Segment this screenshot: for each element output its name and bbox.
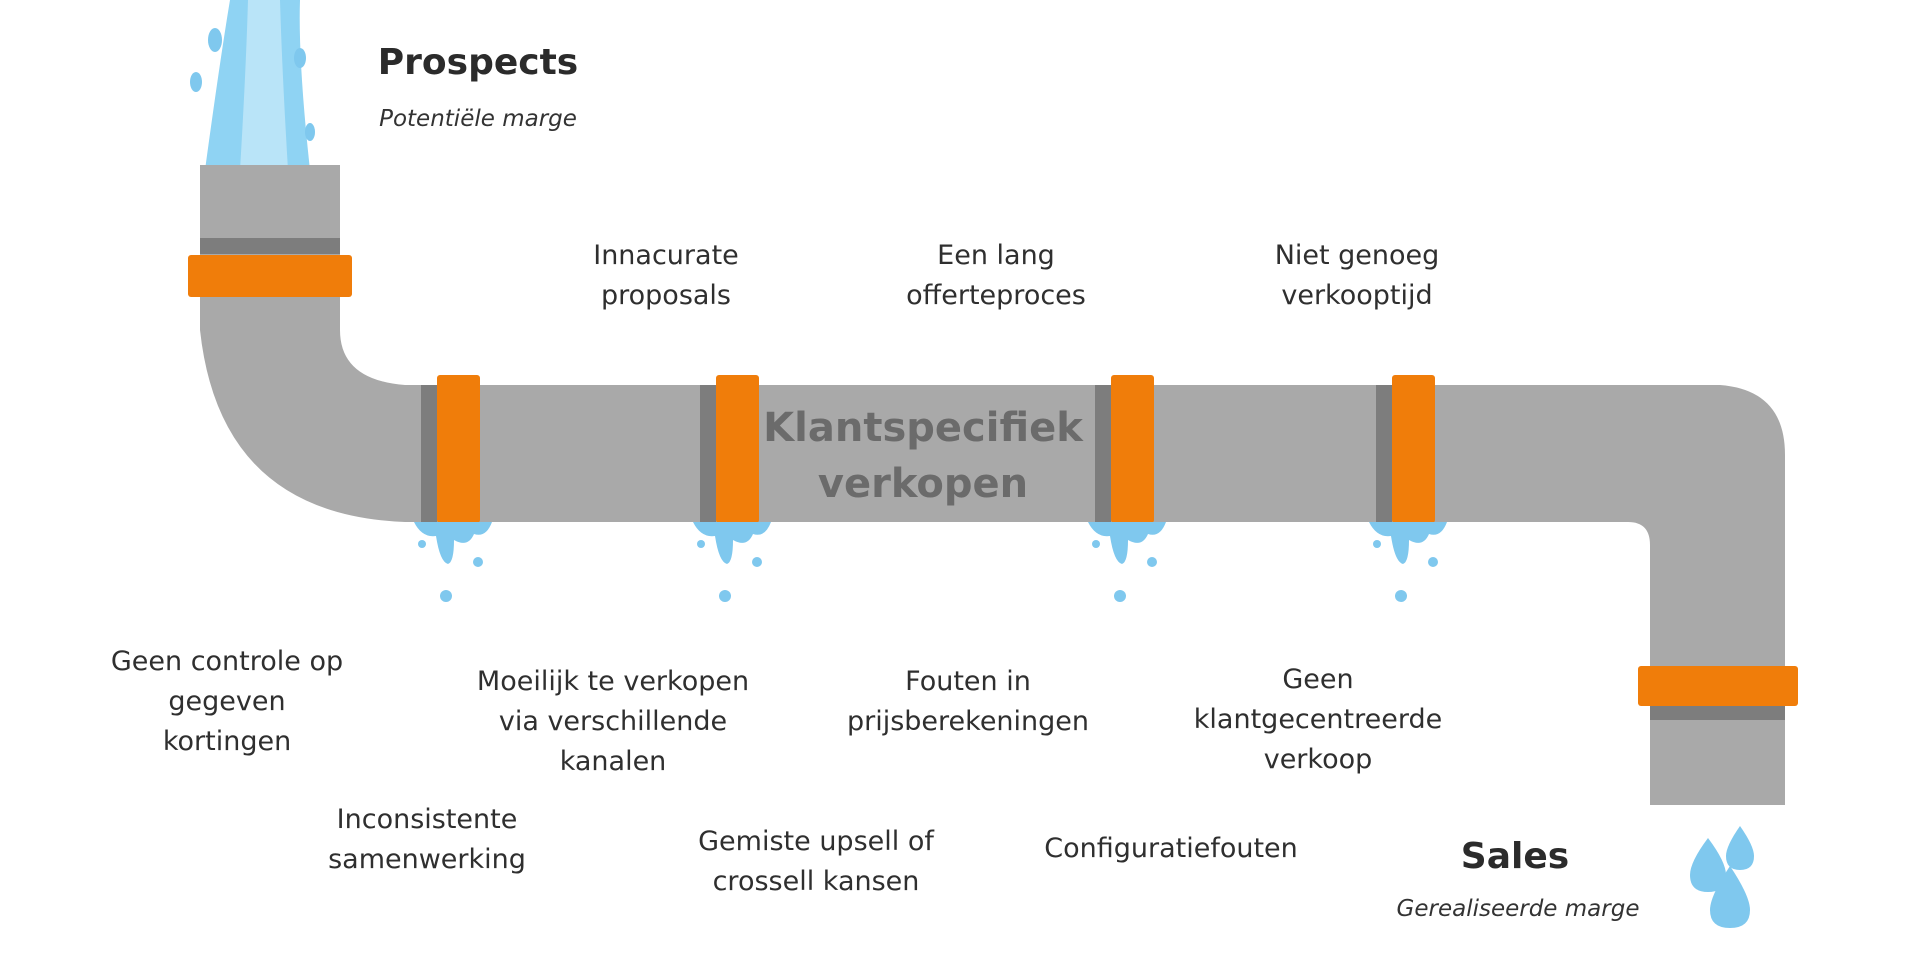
- problem-line: Innacurate: [593, 240, 739, 271]
- problem-label-bottom-4: Geen klantgecentreerde verkoop: [1194, 660, 1442, 780]
- problem-label-lower-2: Gemiste upsell of crossell kansen: [698, 822, 934, 902]
- problem-line: Fouten in: [905, 666, 1031, 697]
- water-drop: [1147, 557, 1157, 567]
- problem-line: via verschillende: [498, 706, 728, 737]
- problem-line: gegeven: [168, 686, 286, 717]
- problem-line: kortingen: [162, 726, 292, 757]
- problem-line: prijsberekeningen: [846, 706, 1090, 737]
- water-drop: [719, 590, 731, 602]
- problem-label-bottom-2: Moeilijk te verkopen via verschillende k…: [477, 662, 749, 782]
- water-drop: [1373, 540, 1381, 548]
- pipe-label-line-1: Klantspecifiek: [763, 405, 1083, 451]
- prospects-subtitle: Potentiële marge: [379, 106, 577, 132]
- water-leak: [414, 522, 492, 602]
- coupling-1: [437, 375, 480, 523]
- pipe-label-line-2: verkopen: [817, 461, 1029, 507]
- water-leak: [1369, 522, 1447, 602]
- problem-label-lower-1: Inconsistente samenwerking: [328, 800, 526, 880]
- water-leak: [1088, 522, 1166, 602]
- problem-line: Geen: [1282, 664, 1354, 695]
- water-drop: [1428, 557, 1438, 567]
- pipe: [200, 165, 1785, 805]
- problem-label-lower-3: Configuratiefouten: [1044, 829, 1298, 869]
- problem-label-top-1: Innacurate proposals: [593, 236, 739, 316]
- problem-line: offerteproces: [906, 280, 1086, 311]
- problem-line: Inconsistente: [336, 804, 518, 835]
- pipe-band-top: [200, 238, 340, 254]
- water-stream: [190, 0, 315, 170]
- problem-label-bottom-3: Fouten in prijsberekeningen: [847, 662, 1089, 742]
- water-drop: [440, 590, 452, 602]
- problem-line: Moeilijk te verkopen: [476, 666, 750, 697]
- problem-line: klantgecentreerde: [1193, 704, 1443, 735]
- problem-line: verkooptijd: [1281, 280, 1433, 311]
- pipe-band-bottom: [1650, 704, 1785, 720]
- water-drop: [1395, 590, 1407, 602]
- final-water-drops: [1690, 826, 1754, 928]
- coupling-4: [1392, 375, 1435, 523]
- problem-line: kanalen: [559, 746, 667, 777]
- problem-line: samenwerking: [328, 844, 526, 875]
- coupling-2: [716, 375, 759, 523]
- problem-label-top-2: Een lang offerteproces: [906, 236, 1086, 316]
- coupling-top: [188, 255, 352, 297]
- water-leak: [693, 522, 771, 602]
- problem-line: crossell kansen: [712, 866, 920, 897]
- sales-title: Sales: [1460, 836, 1570, 877]
- problem-line: Configuratiefouten: [1044, 833, 1298, 864]
- problem-line: Gemiste upsell of: [698, 826, 934, 857]
- problem-line: Geen controle op: [110, 646, 344, 677]
- water-drop: [752, 557, 762, 567]
- pipe-label: Klantspecifiek verkopen: [763, 400, 1083, 512]
- problem-label-top-3: Niet genoeg verkooptijd: [1275, 236, 1440, 316]
- problem-label-bottom-1: Geen controle op gegeven kortingen: [111, 642, 343, 762]
- coupling-3: [1111, 375, 1154, 523]
- pipe-couplings: [188, 255, 1798, 706]
- water-drop: [1092, 540, 1100, 548]
- sales-subtitle: Gerealiseerde marge: [1396, 896, 1640, 922]
- problem-line: Een lang: [937, 240, 1055, 271]
- leaks: [414, 522, 1447, 602]
- problem-line: verkoop: [1263, 744, 1373, 775]
- water-drop: [697, 540, 705, 548]
- water-drop: [473, 557, 483, 567]
- water-drop: [418, 540, 426, 548]
- problem-line: proposals: [600, 280, 732, 311]
- water-drop: [1114, 590, 1126, 602]
- problem-line: Niet genoeg: [1274, 240, 1440, 271]
- prospects-title: Prospects: [377, 42, 579, 83]
- coupling-bottom: [1638, 666, 1798, 706]
